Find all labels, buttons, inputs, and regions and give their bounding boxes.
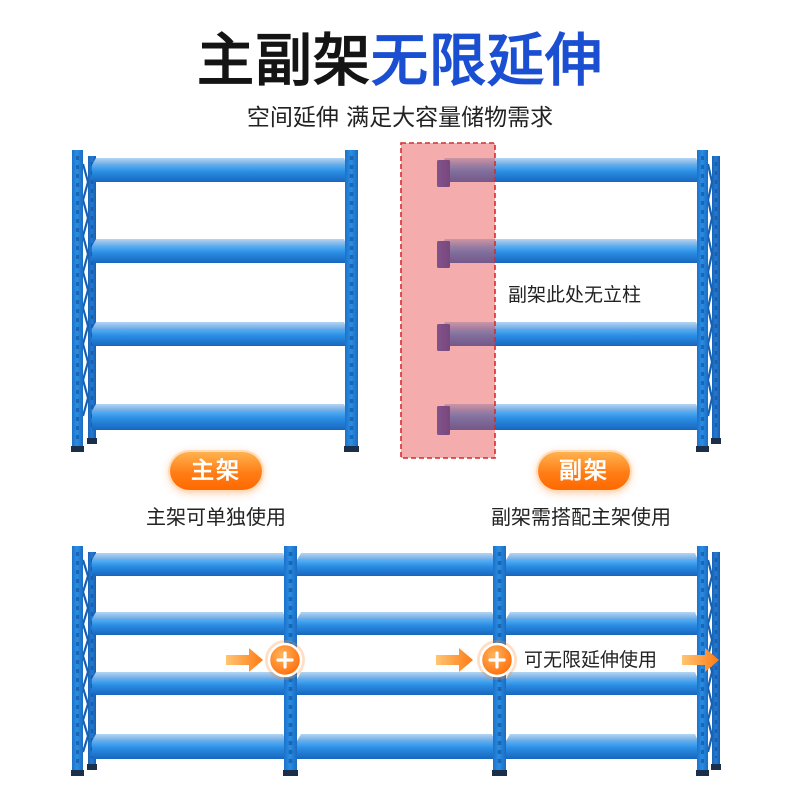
sub-rack-shelf-board <box>441 239 699 246</box>
combined-rack-shelf-board <box>92 612 286 619</box>
combined-rack-shelf-board <box>506 553 698 560</box>
sub-rack-shelf-beam <box>441 246 699 263</box>
combined-rack-shelf-beam <box>506 560 698 576</box>
main-rack-shelf-beam <box>92 246 347 263</box>
combined-rack-shelf-beam <box>92 679 286 695</box>
sub-rack-hook-connector <box>437 160 450 187</box>
combined-rack-foot <box>492 770 507 776</box>
sub-rack-shelf-beam <box>441 329 699 346</box>
sub-rack <box>437 150 721 452</box>
main-rack-upright <box>345 150 358 446</box>
sub-rack-hook-connector <box>437 406 450 435</box>
combined-rack-shelf-beam <box>297 741 495 759</box>
main-rack-upright <box>72 150 83 446</box>
main-rack-caption: 主架可单独使用 <box>146 505 286 529</box>
combined-rack-shelf-board <box>92 672 286 679</box>
combined-rack-shelf-beam <box>92 560 286 576</box>
sub-rack-hook-connector <box>437 241 450 268</box>
combined-rack-shelf-board <box>506 612 698 619</box>
combined-rack-shelf-beam <box>297 619 495 635</box>
combined-rack-upright <box>72 546 83 770</box>
combined-rack-shelf-board <box>297 553 495 560</box>
combined-rack-shelf-beam <box>506 619 698 635</box>
main-rack-foot <box>71 446 84 452</box>
main-rack-shelf-beam <box>92 411 347 430</box>
sub-rack-shelf-board <box>441 158 699 165</box>
combined-rack-shelf-beam <box>506 741 698 759</box>
sub-rack-side-brace <box>706 163 714 417</box>
combined-rack-shelf-beam <box>297 560 495 576</box>
combined-rack-foot <box>711 764 721 770</box>
arrow-right-icon <box>436 648 473 672</box>
main-rack-shelf-beam <box>92 165 347 182</box>
combined-rack-shelf-beam <box>92 741 286 759</box>
main-rack-shelf-board <box>92 239 347 246</box>
combined-rack-shelf-board <box>297 672 495 679</box>
main-rack-shelf-beam <box>92 329 347 346</box>
main-rack-shelf-board <box>92 158 347 165</box>
sub-rack-shelf-beam <box>441 165 699 182</box>
extension-note: 可无限延伸使用 <box>524 649 658 671</box>
sub-rack-foot <box>696 446 709 452</box>
main-rack-badge: 主架 <box>170 452 262 490</box>
arrow-right-icon <box>682 648 719 672</box>
title-highlight: 无限延伸 <box>371 28 603 94</box>
main-rack <box>71 150 359 452</box>
sub-rack-hook-connector <box>437 324 450 351</box>
sub-rack-upright <box>697 150 708 446</box>
combined-rack-shelf-board <box>92 734 286 741</box>
combined-rack-shelf-board <box>297 734 495 741</box>
no-upright-highlight-box <box>400 142 496 459</box>
combined-rack-foot <box>87 764 97 770</box>
combined-rack-shelf-beam <box>506 679 698 695</box>
combined-rack-foot <box>71 770 84 776</box>
plus-circle-icon <box>477 640 517 680</box>
sub-rack-shelf-board <box>441 404 699 411</box>
sub-rack-caption: 副架需搭配主架使用 <box>491 505 671 529</box>
combined-rack-shelf-board <box>506 734 698 741</box>
main-rack-shelf-board <box>92 404 347 411</box>
sub-rack-shelf-beam <box>441 411 699 430</box>
combined-rack-shelf-beam <box>92 619 286 635</box>
main-rack-shelf-board <box>92 322 347 329</box>
page-subtitle: 空间延伸 满足大容量储物需求 <box>246 105 554 131</box>
arrow-right-icon <box>226 648 263 672</box>
combined-rack-side-brace <box>81 559 90 753</box>
sub-rack-badge: 副架 <box>538 452 630 490</box>
combined-rack-foot <box>696 770 709 776</box>
combined-rack-shelf-board <box>92 553 286 560</box>
combined-rack-shelf-board <box>297 612 495 619</box>
combined-rack-foot <box>283 770 298 776</box>
page-title: 主副架无限延伸 <box>0 26 800 96</box>
extension-markers <box>226 640 719 680</box>
plus-circle-icon <box>265 640 305 680</box>
sub-rack-shelf-board <box>441 322 699 329</box>
main-rack-foot <box>87 438 97 444</box>
main-rack-foot <box>344 446 359 452</box>
combined-rack-shelf-board <box>506 672 698 679</box>
title-lead: 主副架 <box>197 28 371 94</box>
combined-rack-shelf-beam <box>297 679 495 695</box>
main-rack-side-brace <box>81 163 90 417</box>
sub-rack-foot <box>711 438 721 444</box>
sub-rack-note: 副架此处无立柱 <box>508 284 642 306</box>
